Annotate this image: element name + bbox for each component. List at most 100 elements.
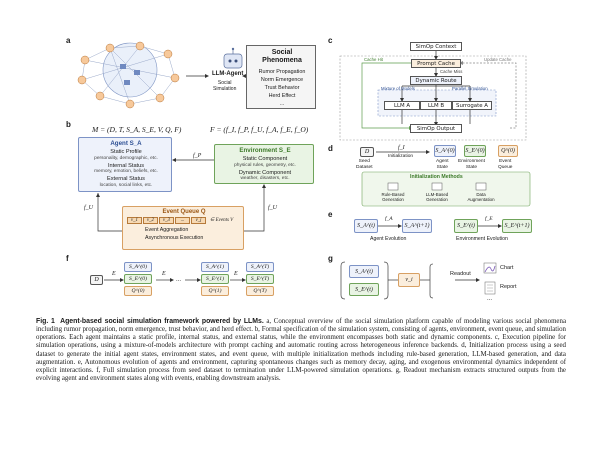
panel-label-e: e (328, 210, 333, 219)
fu-right-label: f_U (268, 205, 277, 211)
mixture-of-models-label: Mixture of Models (381, 86, 415, 91)
agent-state-symbol: S_A^(0) (435, 148, 455, 154)
initialization-label: Initialization (388, 154, 414, 159)
readout-label: Readout (450, 271, 471, 277)
dynamic-route-label: Dynamic Route (415, 77, 457, 84)
event-queue-symbol: Q^(0) (501, 148, 515, 154)
state-node: Q^(0) (124, 286, 152, 296)
formula-f: F = (f_I, f_P, f_U, f_A, f_E, f_O) (210, 125, 309, 134)
environment-state-symbol: S_E^(0) (465, 148, 485, 154)
queue-item: Event Aggregation (145, 227, 189, 233)
agent-item-heading: External Status (107, 176, 145, 182)
agent-evolution-label: Agent Evolution (370, 236, 407, 242)
agent-state-t-node: S_A^(t) (354, 219, 378, 233)
agent-state-g-node: S_A^(t) (349, 265, 379, 278)
initialization-method: Rule-Based Generation (381, 192, 405, 202)
event-queue-node: Q^(0) (498, 145, 518, 157)
fp-label: f_P (193, 153, 202, 159)
agent-item-detail: personality, demographic, etc. (94, 155, 158, 161)
agent-item-detail: memory, emotion, beliefs, etc. (94, 169, 158, 174)
env-item-heading: Dynamic Component (238, 169, 292, 176)
event-queue-title: Event Queue Q (162, 209, 206, 215)
environment-state-g-node: S_E^(t) (349, 283, 379, 296)
surrogate-a-box: Surrogate A (452, 101, 492, 110)
event-queue-label: Event Queue (498, 159, 513, 170)
agent-state-label: Agent State (436, 159, 449, 170)
simop-context-label: SimOp Context (415, 43, 457, 50)
social-simulation-label: Social Simulation (213, 80, 237, 92)
panel-label-c: c (328, 36, 333, 45)
llm-b-box: LLM B (420, 101, 452, 110)
fi-label: f_I (398, 145, 405, 151)
queue-cell: v_j (191, 217, 206, 224)
simop-context-box: SimOp Context (410, 42, 462, 51)
figure-title: Agent-based social simulation framework … (60, 318, 264, 325)
caption-body: a, Conceptual overview of the social sim… (36, 318, 566, 383)
agent-state-t1-node: S_A^(t+1) (402, 219, 432, 233)
panel-label-d: d (328, 144, 333, 153)
simop-output-box: SimOp Output (410, 124, 462, 133)
cache-miss-label: Cache Miss (440, 69, 463, 74)
llm-agent-label: LLM-Agent (212, 71, 244, 77)
panel-label-a: a (66, 36, 71, 45)
seed-dataset-symbol: D (364, 149, 370, 155)
f-ellipsis: ... (176, 277, 182, 283)
state-node: S_A^(0) (124, 262, 152, 272)
cache-hit-label: Cache Hit (364, 57, 383, 62)
panel-label-b: b (66, 120, 71, 129)
queue-cell: v_2 (143, 217, 158, 224)
llm-b-label: LLM B (427, 102, 445, 109)
environment-state-t-node: S_E^(t) (454, 219, 478, 233)
g-ellipsis: ... (487, 296, 493, 302)
environment-title: Environment S_E (239, 147, 291, 154)
phenomenon-item: Herd Effect (268, 93, 296, 99)
llm-a-label: LLM A (393, 102, 411, 109)
fe-label: f_E (485, 216, 493, 222)
environment-state-t1-node: S_E^(t+1) (502, 219, 532, 233)
queue-cell: v_3 (159, 217, 174, 224)
env-item-detail: weather, disasters, etc. (240, 176, 290, 181)
surrogate-a-label: Surrogate A (456, 102, 488, 109)
social-phenomena-title: Social Phenomena (262, 49, 302, 64)
initialization-method: Data Augmentation (467, 192, 495, 202)
panel-label-f: f (66, 254, 69, 263)
agent-state-t-symbol: S_A^(t) (357, 223, 375, 229)
state-node: S_A^(1) (201, 262, 229, 272)
state-node: Q^(1) (201, 286, 229, 296)
parallel-simulation-label: Parallel Simulation (452, 86, 488, 91)
e-label-3: E (234, 271, 238, 277)
fu-left-label: f_U (84, 205, 93, 211)
chart-label: Chart (500, 265, 514, 271)
report-label: Report (500, 284, 517, 290)
agent-title: Agent S_A (110, 140, 142, 147)
llm-a-box: LLM A (384, 101, 420, 110)
seed-dataset-f-node: D (90, 275, 103, 285)
queue-cell: v_1 (127, 217, 142, 224)
formula-m: M = (D, T, S_A, S_E, V, Q, F) (92, 125, 182, 134)
queue-cell: ... (175, 217, 190, 224)
phenomenon-item: ... (279, 101, 285, 107)
agent-item-detail: location, social links, etc. (99, 182, 153, 188)
phenomenon-item: Rumor Propagation (258, 69, 306, 75)
simop-output-label: SimOp Output (416, 125, 456, 132)
fa-label: f_A (385, 216, 393, 222)
prompt-cache-label: Prompt Cache (417, 60, 455, 67)
figure-number: Fig. 1 (36, 318, 55, 325)
event-vi-node: v_i (398, 273, 420, 287)
state-node: S_E^(1) (201, 274, 229, 284)
initialization-methods-title: Initialization Methods (410, 174, 463, 180)
environment-state-node: S_E^(0) (464, 145, 486, 157)
agent-item-heading: Static Profile (110, 149, 142, 155)
agent-item-heading: Internal Status (107, 162, 145, 169)
seed-dataset-f-symbol: D (94, 277, 99, 283)
